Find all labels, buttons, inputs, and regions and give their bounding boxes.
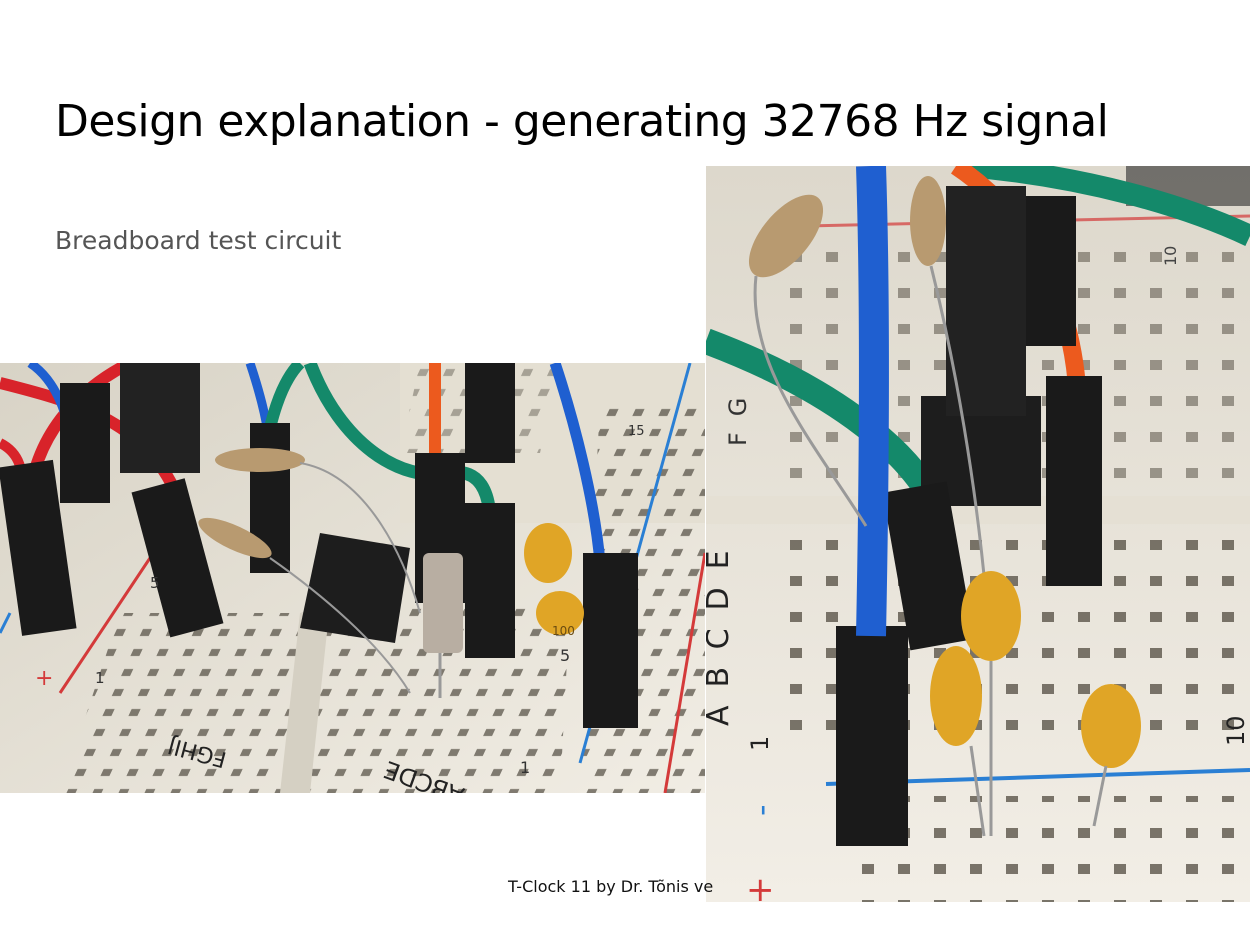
slide-footer: T-Clock 11 by Dr. Tõnis ve xyxy=(508,877,714,896)
breadboard-photo-left: 100 FGHIJ ABCDE 5 1 15 5 1 + xyxy=(0,363,705,793)
right-num-5: 5 xyxy=(560,646,570,665)
num-1: 1 xyxy=(746,736,774,751)
row-letters: ABCDE xyxy=(706,532,736,726)
minus-sign: - xyxy=(742,804,780,816)
breadboard-photo-icon: 100 FGHIJ ABCDE 5 1 15 5 1 + xyxy=(0,363,705,793)
breadboard-photo-right: ABCDE FG 1 10 10 + - xyxy=(706,166,1250,902)
left-num-5: 5 xyxy=(150,574,160,592)
slide-subtitle: Breadboard test circuit xyxy=(55,226,342,255)
breadboard-closeup-photo-icon: ABCDE FG 1 10 10 + - xyxy=(706,166,1250,902)
plus-sign: + xyxy=(35,666,53,691)
row-letters-top: FG xyxy=(724,382,752,446)
capacitor-label: 100 xyxy=(552,624,575,638)
num-10-right: 10 xyxy=(1222,715,1250,746)
num-10-top: 10 xyxy=(1161,246,1180,266)
left-num-1: 1 xyxy=(95,669,105,687)
plus-sign: + xyxy=(746,870,775,902)
num-15: 15 xyxy=(628,424,645,439)
right-num-1: 1 xyxy=(520,758,530,777)
slide-title: Design explanation - generating 32768 Hz… xyxy=(55,96,1109,147)
